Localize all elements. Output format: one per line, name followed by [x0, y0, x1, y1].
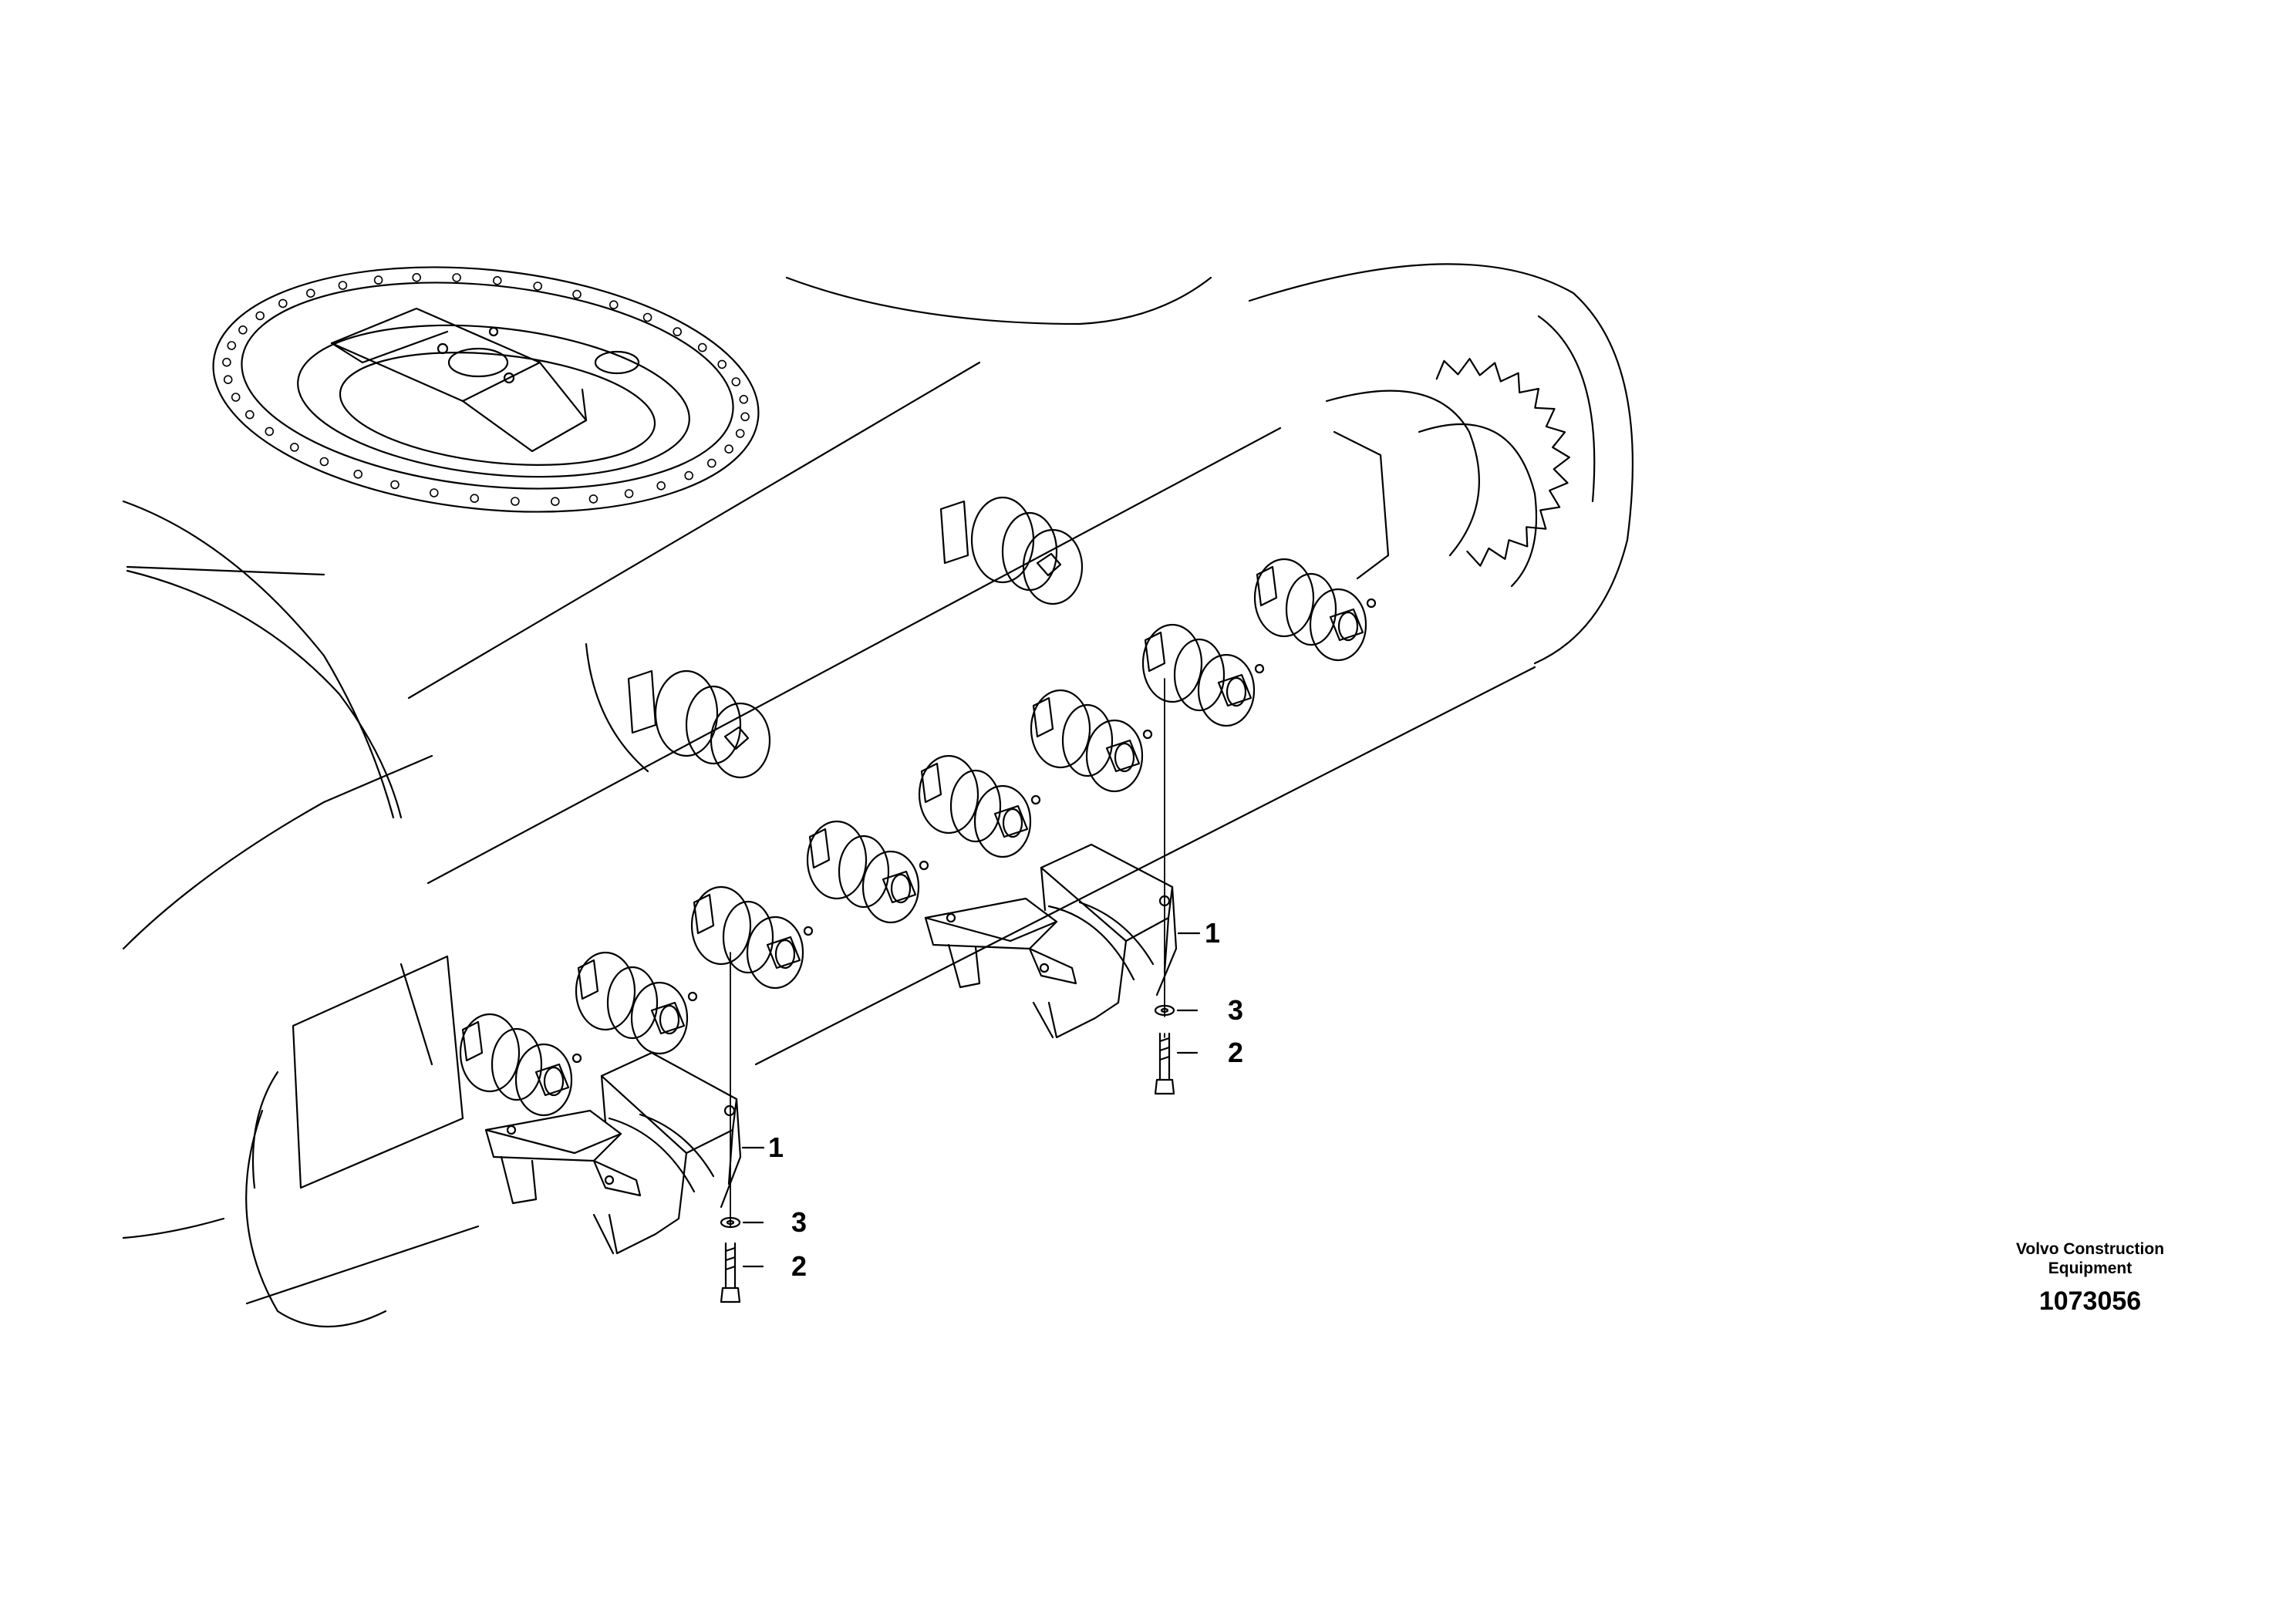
washer-lower — [720, 1216, 764, 1229]
track-roller-6 — [1030, 689, 1153, 793]
swing-ring — [212, 266, 760, 513]
track-guard-lower — [484, 1051, 765, 1255]
track-roller-1 — [459, 1013, 582, 1117]
callout-bolt-lower: 2 — [791, 1250, 807, 1282]
track-roller-3 — [690, 885, 814, 990]
callout-washer-lower: 3 — [791, 1206, 807, 1238]
swing-ring-bolt-holes — [222, 272, 750, 507]
track-frame-outline — [122, 263, 1633, 1327]
callout-bolt-upper: 2 — [1228, 1037, 1244, 1068]
bolt-lower — [720, 1242, 764, 1303]
bolt-upper — [1154, 1032, 1199, 1095]
track-roller-5 — [918, 754, 1041, 858]
track-roller-8 — [1253, 558, 1377, 662]
track-roller-4 — [806, 820, 929, 924]
publisher-name-line2: Equipment — [2048, 1259, 2132, 1277]
track-roller-7 — [1141, 623, 1265, 727]
washer-upper — [1154, 1004, 1199, 1017]
carrier-roller-1 — [939, 496, 1084, 605]
callout-washer-upper: 3 — [1228, 994, 1244, 1026]
carrier-roller-2 — [627, 669, 771, 779]
track-guard-upper — [924, 843, 1201, 1039]
publisher-name: Volvo Construction — [2015, 1240, 2165, 1258]
track-roller-2 — [575, 951, 698, 1055]
track-rollers — [459, 558, 1377, 1117]
drawing-number: 1073056 — [2038, 1286, 2142, 1316]
drive-sprocket — [1418, 358, 1570, 588]
assembly-axis-lines — [730, 678, 1165, 1227]
callout-guard-lower: 1 — [768, 1131, 784, 1163]
callout-guard-upper: 1 — [1205, 917, 1221, 949]
